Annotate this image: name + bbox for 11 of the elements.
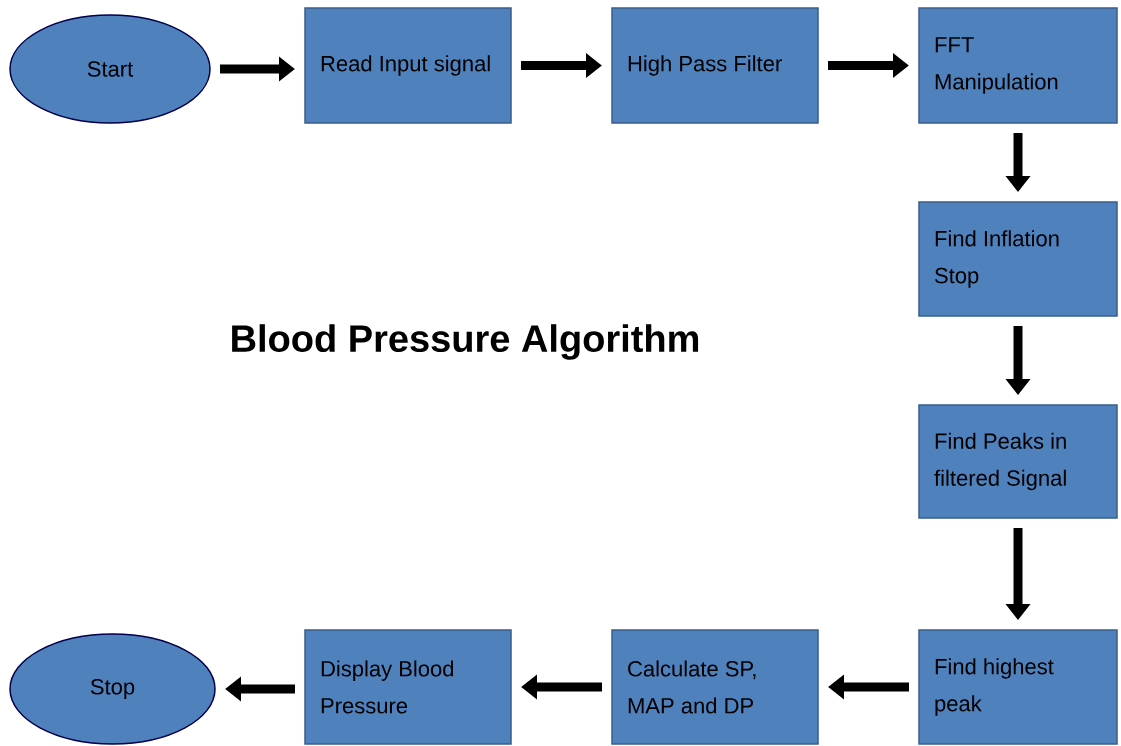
oval-terminal: Stop bbox=[9, 633, 216, 745]
process-box: FFT Manipulation bbox=[918, 7, 1118, 124]
process-box: Find highest peak bbox=[918, 629, 1118, 745]
process-box: Read Input signal bbox=[304, 7, 512, 124]
process-box: Find Inflation Stop bbox=[918, 201, 1118, 317]
oval-terminal: Start bbox=[9, 14, 211, 124]
process-box: High Pass Filter bbox=[611, 7, 819, 124]
process-box: Find Peaks in filtered Signal bbox=[918, 404, 1118, 519]
diagram-title: Blood Pressure Algorithm bbox=[232, 324, 699, 360]
process-box: Calculate SP, MAP and DP bbox=[611, 629, 819, 745]
process-box: Display Blood Pressure bbox=[304, 629, 512, 745]
